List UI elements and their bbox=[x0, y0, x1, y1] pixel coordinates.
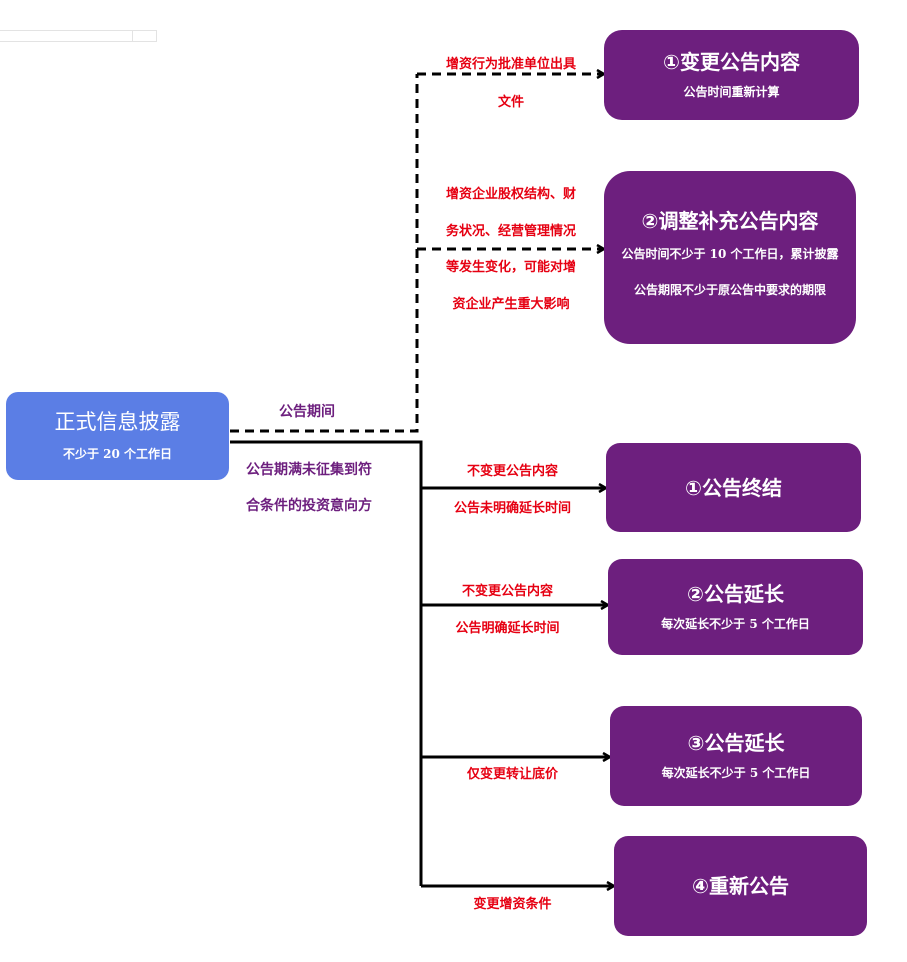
window-toolbar-strip bbox=[0, 30, 157, 42]
label-cond-e: 仅变更转让底价 bbox=[466, 767, 558, 782]
label-expired: 公告期满未征集到符合条件的投资意向方 bbox=[246, 462, 372, 514]
label-cond-d1: 不变更公告内容 bbox=[461, 584, 553, 599]
label-cond-c2: 公告未明确延长时间 bbox=[453, 501, 571, 516]
outcome-extend-2: ③公告延长 每次延长不少于 5 个工作日 bbox=[610, 706, 862, 806]
outcome-a-desc: 公告时间重新计算 bbox=[683, 85, 780, 99]
outcome-f-title: ④重新公告 bbox=[692, 874, 789, 898]
toolbar-divider bbox=[132, 31, 133, 41]
label-cond-b: 增资企业股权结构、财务状况、经营管理情况等发生变化，可能对增资企业产生重大影响 bbox=[446, 187, 577, 312]
outcome-e-desc: 每次延长不少于 5 个工作日 bbox=[661, 766, 811, 780]
outcome-b-desc: 公告时间不少于 10 个工作日，累计披露公告期限不少于原公告中要求的期限 bbox=[621, 246, 839, 297]
label-cond-c1: 不变更公告内容 bbox=[466, 464, 558, 479]
label-period: 公告期间 bbox=[279, 404, 335, 420]
outcome-renotice: ④重新公告 bbox=[614, 836, 867, 936]
label-cond-a: 增资行为批准单位出具文件 bbox=[446, 57, 577, 110]
source-title: 正式信息披露 bbox=[54, 410, 181, 434]
outcome-d-title: ②公告延长 bbox=[687, 582, 784, 606]
outcome-change-notice: ①变更公告内容 公告时间重新计算 bbox=[604, 30, 859, 120]
outcome-a-title: ①变更公告内容 bbox=[663, 50, 800, 74]
label-cond-f: 变更增资条件 bbox=[473, 897, 552, 912]
solid-trunk bbox=[230, 440, 423, 886]
outcome-e-title: ③公告延长 bbox=[687, 731, 785, 755]
label-cond-d2: 公告明确延长时间 bbox=[455, 621, 560, 636]
dashed-trunk bbox=[230, 74, 419, 433]
outcome-c-title: ①公告终结 bbox=[685, 475, 782, 500]
outcome-extend-1: ②公告延长 每次延长不少于 5 个工作日 bbox=[608, 559, 863, 655]
outcome-adjust-notice: ②调整补充公告内容 公告时间不少于 10 个工作日，累计披露公告期限不少于原公告… bbox=[604, 171, 856, 344]
outcome-terminate: ①公告终结 bbox=[606, 443, 861, 532]
outcome-d-desc: 每次延长不少于 5 个工作日 bbox=[661, 617, 810, 631]
source-node: 正式信息披露 不少于 20 个工作日 bbox=[6, 392, 229, 480]
outcome-b-title: ②调整补充公告内容 bbox=[641, 208, 819, 233]
source-subtitle: 不少于 20 个工作日 bbox=[62, 447, 173, 461]
